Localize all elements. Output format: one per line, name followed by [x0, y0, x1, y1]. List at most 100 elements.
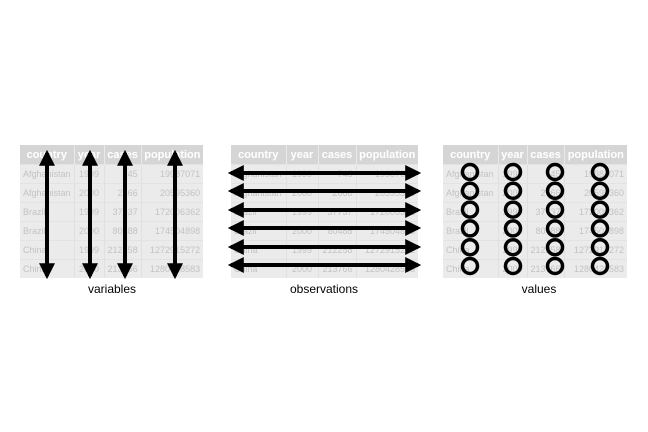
cell-population: 1272915272 — [356, 240, 418, 260]
cell-year: 1999 — [286, 240, 319, 260]
cell-population: 19987071 — [564, 164, 628, 184]
cell-year: 1999 — [74, 164, 105, 184]
cell-year: 2000 — [498, 183, 528, 203]
cell-population: 1272915272 — [564, 240, 628, 260]
cell-population: 172006362 — [141, 202, 204, 222]
cell-country: China — [231, 259, 287, 278]
cell-population: 1280428583 — [356, 259, 418, 278]
cell-country: Afghanistan — [231, 183, 287, 203]
cell-year: 2000 — [286, 259, 319, 278]
cell-country: Afghanistan — [20, 164, 75, 184]
cell-year: 1999 — [286, 164, 319, 184]
cell-population: 1280428583 — [564, 259, 628, 278]
cell-cases: 80488 — [104, 221, 142, 241]
cell-year: 1999 — [498, 164, 528, 184]
cell-country: Brazil — [20, 202, 75, 222]
caption-observations: observations — [289, 282, 359, 296]
cell-country: China — [20, 240, 75, 260]
cell-year: 1999 — [74, 202, 105, 222]
cell-cases: 2666 — [527, 183, 565, 203]
cell-country: Brazil — [231, 221, 287, 241]
cell-population: 174504898 — [356, 221, 418, 241]
cell-year: 2000 — [498, 259, 528, 278]
cell-population: 20595360 — [356, 183, 418, 203]
header-row: country year cases population — [231, 145, 418, 165]
column-header-year: year — [498, 145, 528, 165]
cell-cases: 2666 — [104, 183, 142, 203]
cell-population: 20595360 — [564, 183, 628, 203]
cell-country: China — [443, 259, 499, 278]
cell-cases: 37737 — [104, 202, 142, 222]
column-header-year: year — [74, 145, 105, 165]
column-header-population: population — [356, 145, 418, 165]
cell-population: 19987071 — [141, 164, 204, 184]
column-header-population: population — [141, 145, 204, 165]
cell-country: China — [443, 240, 499, 260]
cell-cases: 37737 — [527, 202, 565, 222]
cell-year: 1999 — [286, 202, 319, 222]
cell-country: China — [231, 240, 287, 260]
values-panel: country year cases population Afghanista… — [443, 145, 628, 278]
cell-population: 174504898 — [564, 221, 628, 241]
observations-table: country year cases population Afghanista… — [231, 145, 418, 278]
cell-cases: 213766 — [318, 259, 357, 278]
column-header-country: country — [231, 145, 287, 165]
cell-country: Brazil — [443, 221, 499, 241]
column-header-cases: cases — [527, 145, 565, 165]
cell-year: 1999 — [498, 202, 528, 222]
cell-country: Brazil — [231, 202, 287, 222]
column-header-year: year — [286, 145, 319, 165]
cell-cases: 37737 — [318, 202, 357, 222]
column-header-country: country — [20, 145, 75, 165]
caption-variables: variables — [87, 282, 137, 296]
cell-population: 1280428583 — [141, 259, 204, 278]
cell-country: Afghanistan — [443, 183, 499, 203]
header-row: country year cases population — [20, 145, 204, 165]
cell-cases: 745 — [318, 164, 357, 184]
cell-country: Afghanistan — [231, 164, 287, 184]
cell-country: Afghanistan — [20, 183, 75, 203]
cell-population: 172006362 — [356, 202, 418, 222]
column-header-population: population — [564, 145, 628, 165]
cell-cases: 80488 — [318, 221, 357, 241]
cell-year: 2000 — [286, 221, 319, 241]
cell-population: 20595360 — [141, 183, 204, 203]
caption-values: values — [521, 282, 557, 296]
cell-cases: 212258 — [318, 240, 357, 260]
cell-population: 19987071 — [356, 164, 418, 184]
cell-cases: 80488 — [527, 221, 565, 241]
cell-cases: 745 — [527, 164, 565, 184]
cell-year: 2000 — [74, 183, 105, 203]
variables-table: country year cases population Afghanista… — [20, 145, 204, 278]
cell-country: China — [20, 259, 75, 278]
cell-year: 1999 — [74, 240, 105, 260]
cell-year: 2000 — [74, 221, 105, 241]
cell-country: Afghanistan — [443, 164, 499, 184]
cell-year: 1999 — [498, 240, 528, 260]
cell-population: 172006362 — [564, 202, 628, 222]
header-row: country year cases population — [443, 145, 628, 165]
column-header-cases: cases — [104, 145, 142, 165]
cell-cases: 213766 — [527, 259, 565, 278]
variables-panel: country year cases population Afghanista… — [20, 145, 204, 278]
cell-country: Brazil — [20, 221, 75, 241]
cell-cases: 745 — [104, 164, 142, 184]
values-table: country year cases population Afghanista… — [443, 145, 628, 278]
cell-cases: 212258 — [527, 240, 565, 260]
cell-year: 2000 — [286, 183, 319, 203]
cell-year: 2000 — [74, 259, 105, 278]
cell-population: 174504898 — [141, 221, 204, 241]
